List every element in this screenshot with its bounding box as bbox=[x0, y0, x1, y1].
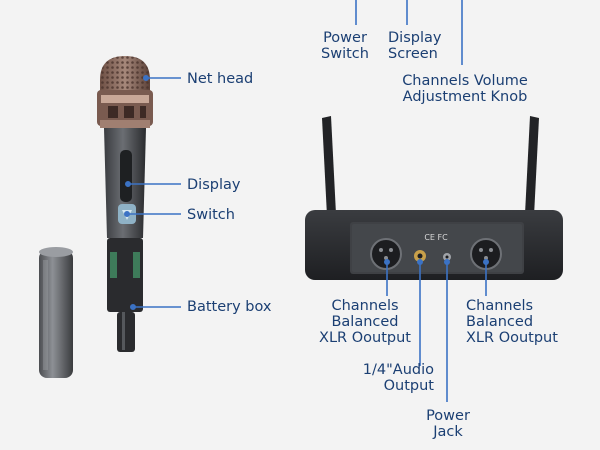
power-switch-label: Power Switch bbox=[321, 30, 369, 62]
leader-lines bbox=[124, 0, 489, 402]
battery-box-label: Battery box bbox=[187, 299, 272, 315]
net-head-label: Net head bbox=[187, 71, 254, 87]
switch-label: Switch bbox=[187, 207, 235, 223]
receiver-marks: CE FC bbox=[424, 233, 448, 242]
xlr-left-label: Channels Balanced XLR Ooutput bbox=[319, 298, 411, 346]
volume-knob-label: Channels Volume Adjustment Knob bbox=[402, 73, 528, 105]
display-screen-label: Display Screen bbox=[388, 30, 442, 62]
receiver-image: CE FC bbox=[305, 116, 563, 280]
audio-output-label: 1/4"Audio Output bbox=[362, 362, 434, 394]
display-label: Display bbox=[187, 177, 241, 193]
xlr-right-label: Channels Balanced XLR Ooutput bbox=[466, 298, 558, 346]
microphone-image bbox=[97, 56, 153, 352]
power-jack-label: Power Jack bbox=[426, 408, 470, 440]
battery-tube-image bbox=[39, 247, 73, 378]
